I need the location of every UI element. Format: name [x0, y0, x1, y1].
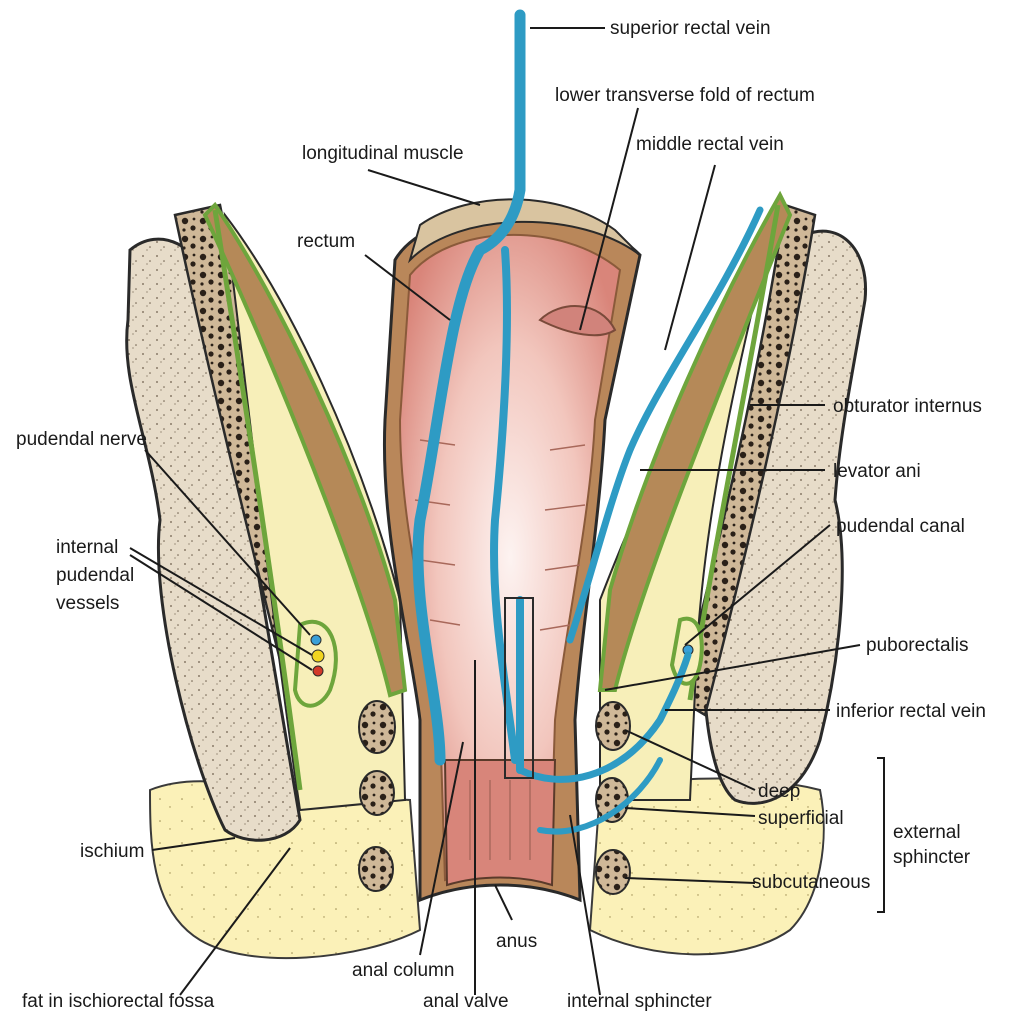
label-ischium: ischium [80, 841, 144, 862]
label-internal-pudendal-2: pudendal [56, 565, 134, 586]
subcutaneous-sphincter-left [359, 847, 393, 891]
label-external-1: external [893, 822, 961, 843]
label-levator-ani: levator ani [833, 461, 921, 482]
deep-sphincter-left [359, 701, 395, 753]
label-anus: anus [496, 931, 537, 952]
label-external-2: sphincter [893, 847, 971, 868]
label-puborectalis: puborectalis [866, 635, 968, 656]
label-internal-pudendal-1: internal [56, 537, 118, 558]
subcutaneous-sphincter-right [596, 850, 630, 894]
label-internal-sphincter: internal sphincter [567, 991, 712, 1012]
label-longitudinal-muscle: longitudinal muscle [302, 143, 464, 164]
internal-pudendal-vein-dot [312, 650, 324, 662]
label-anal-valve: anal valve [423, 991, 509, 1012]
label-obturator-internus: obturator internus [833, 396, 982, 417]
pudendal-nerve-dot [311, 635, 321, 645]
label-lower-transverse-fold: lower transverse fold of rectum [555, 85, 815, 106]
label-inferior-rectal-vein: inferior rectal vein [836, 701, 986, 722]
label-rectum: rectum [297, 231, 355, 252]
label-superficial: superficial [758, 808, 844, 829]
label-fat-ischiorectal: fat in ischiorectal fossa [22, 991, 215, 1012]
internal-pudendal-artery-dot [313, 666, 323, 676]
label-internal-pudendal-3: vessels [56, 593, 119, 614]
label-middle-rectal-vein: middle rectal vein [636, 134, 784, 155]
label-pudendal-nerve: pudendal nerve [16, 429, 147, 450]
label-superior-rectal-vein: superior rectal vein [610, 18, 771, 39]
label-anal-column: anal column [352, 960, 454, 981]
label-pudendal-canal: pudendal canal [836, 516, 965, 537]
label-deep: deep [758, 781, 800, 802]
superficial-sphincter-left [360, 771, 394, 815]
label-subcutaneous: subcutaneous [752, 872, 870, 893]
deep-sphincter-right [596, 702, 630, 750]
